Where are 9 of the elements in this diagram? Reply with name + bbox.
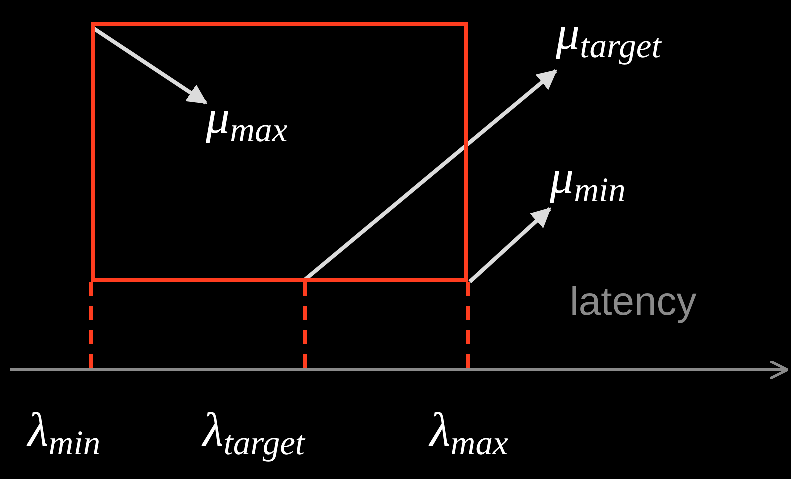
arrow <box>468 208 552 284</box>
math-label: μ$_{max}$ <box>206 92 288 150</box>
tick-label: λ$_{max}$ <box>430 405 508 463</box>
math-label: μ$_{target}$ <box>556 8 662 66</box>
math-label: μ$_{min}$ <box>550 152 626 210</box>
tick-label: λ$_{min}$ <box>28 405 101 463</box>
frame-rectangle <box>91 22 468 282</box>
axis-label: latency <box>570 280 697 324</box>
tick-label: λ$_{target}$ <box>203 405 306 463</box>
